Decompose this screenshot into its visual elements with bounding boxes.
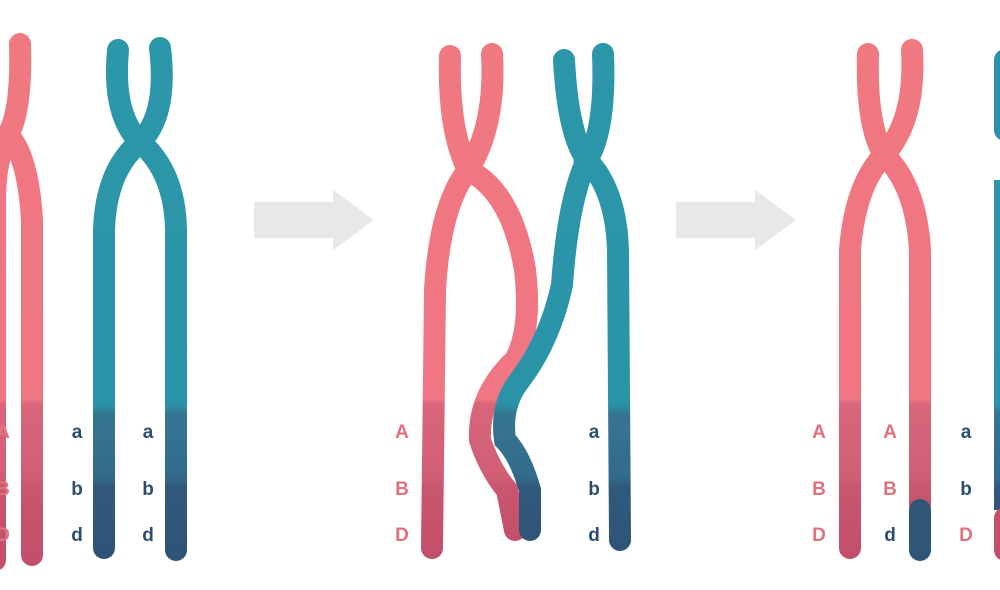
allele-A-label: A bbox=[0, 422, 10, 443]
allele-A-label: A bbox=[812, 422, 826, 443]
allele-d-label: d bbox=[884, 525, 896, 546]
allele-D-label: D bbox=[812, 525, 826, 546]
right-arrow-icon bbox=[254, 190, 374, 250]
allele-B-label: B bbox=[883, 479, 897, 500]
allele-b-label: b bbox=[71, 479, 83, 500]
allele-D-label: D bbox=[395, 525, 409, 546]
chromosome-teal-middle bbox=[493, 43, 631, 551]
allele-d-label: d bbox=[142, 525, 154, 546]
allele-b-label: b bbox=[960, 479, 972, 500]
allele-B-label: B bbox=[812, 479, 826, 500]
allele-a-label: a bbox=[72, 422, 83, 443]
right-arrow-icon bbox=[676, 190, 796, 250]
stage-2-crossover: A B D a b d bbox=[395, 43, 631, 559]
allele-D-label: D bbox=[0, 525, 10, 546]
allele-D-label: D bbox=[959, 525, 973, 546]
allele-A-label: A bbox=[395, 422, 409, 443]
stage-3-after-crossover: A B D A B d a b D bbox=[812, 39, 1000, 561]
chromosome-teal-left bbox=[93, 37, 187, 561]
allele-a-label: a bbox=[143, 422, 154, 443]
allele-a-label: a bbox=[961, 422, 972, 443]
allele-A-label: A bbox=[883, 422, 897, 443]
allele-b-label: b bbox=[588, 479, 600, 500]
chromosome-pink-right bbox=[839, 39, 931, 561]
stage-1-before-crossover: A B D a b d a b d bbox=[0, 33, 187, 570]
allele-b-label: b bbox=[142, 479, 154, 500]
allele-d-label: d bbox=[71, 525, 83, 546]
allele-a-label: a bbox=[589, 422, 600, 443]
chromosome-pink-middle bbox=[421, 43, 539, 559]
chromosome-pink-left bbox=[0, 33, 43, 570]
allele-B-label: B bbox=[0, 479, 10, 500]
allele-B-label: B bbox=[395, 479, 409, 500]
allele-d-label: d bbox=[588, 525, 600, 546]
